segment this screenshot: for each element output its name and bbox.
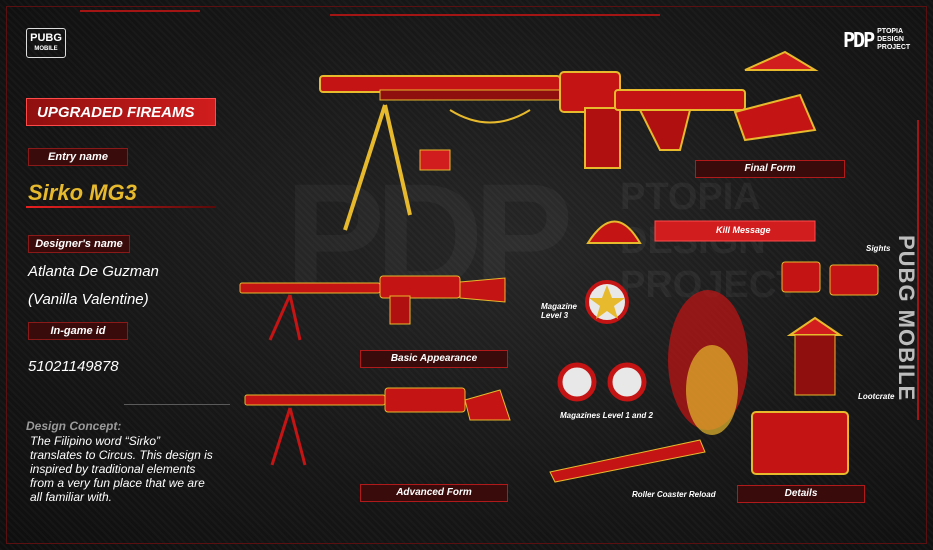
sights-label: Sights <box>866 244 891 253</box>
sights-image <box>781 261 879 296</box>
pubg-logo-top: PUBG <box>30 32 62 44</box>
lootcrate-image <box>751 316 849 475</box>
designer-name-label: Designer's name <box>28 235 130 253</box>
design-concept-heading: Design Concept: <box>26 419 122 433</box>
ingame-id-label: In-game id <box>28 322 128 340</box>
designer-name-line2: (Vanilla Valentine) <box>28 291 149 308</box>
top-accent-bar-left <box>80 6 200 12</box>
advanced-form-label: Advanced Form <box>360 484 508 502</box>
magazines-level1-2-image <box>557 362 647 402</box>
pdp-mark: PDP <box>843 28 875 52</box>
final-form-gun-image <box>319 50 819 231</box>
magazine-level3-image <box>585 280 629 324</box>
title-underline <box>26 206 216 208</box>
entry-name-label: Entry name <box>28 148 128 166</box>
design-concept-text: The Filipino word “Sirko” translates to … <box>30 434 213 504</box>
kill-message-label: Kill Message <box>716 225 771 235</box>
concept-divider <box>124 404 230 405</box>
side-brand-text: PUBG MOBILE <box>894 235 919 402</box>
designer-name-line1: Atlanta De Guzman <box>28 263 159 280</box>
magazines-level1-2-label: Magazines Level 1 and 2 <box>560 411 653 420</box>
basic-appearance-label: Basic Appearance <box>360 350 508 368</box>
advanced-gun-image <box>244 387 511 466</box>
pdp-text: PTOPIA DESIGN PROJECT <box>877 28 911 51</box>
roller-coaster-reload-image <box>549 439 706 483</box>
section-heading: UPGRADED FIREAMS <box>26 98 216 126</box>
kill-message-image <box>586 220 816 244</box>
smoke-effect-image <box>668 290 748 435</box>
pubg-logo-bottom: MOBILE <box>34 46 58 52</box>
details-label: Details <box>737 485 865 503</box>
basic-gun-image <box>239 275 506 341</box>
pdp-logo: PDP PTOPIA DESIGN PROJECT <box>843 28 910 52</box>
ingame-id-value: 51021149878 <box>28 358 119 375</box>
final-form-label: Final Form <box>695 160 845 178</box>
entry-name-value: Sirko MG3 <box>28 180 137 205</box>
roller-coaster-reload-label: Roller Coaster Reload <box>632 490 716 499</box>
right-accent-bar <box>917 120 927 420</box>
magazine-level3-label: Magazine Level 3 <box>541 302 578 320</box>
lootcrate-label: Lootcrate <box>858 392 895 401</box>
pubg-logo: PUBG MOBILE <box>26 28 66 58</box>
top-accent-bar <box>330 6 660 16</box>
